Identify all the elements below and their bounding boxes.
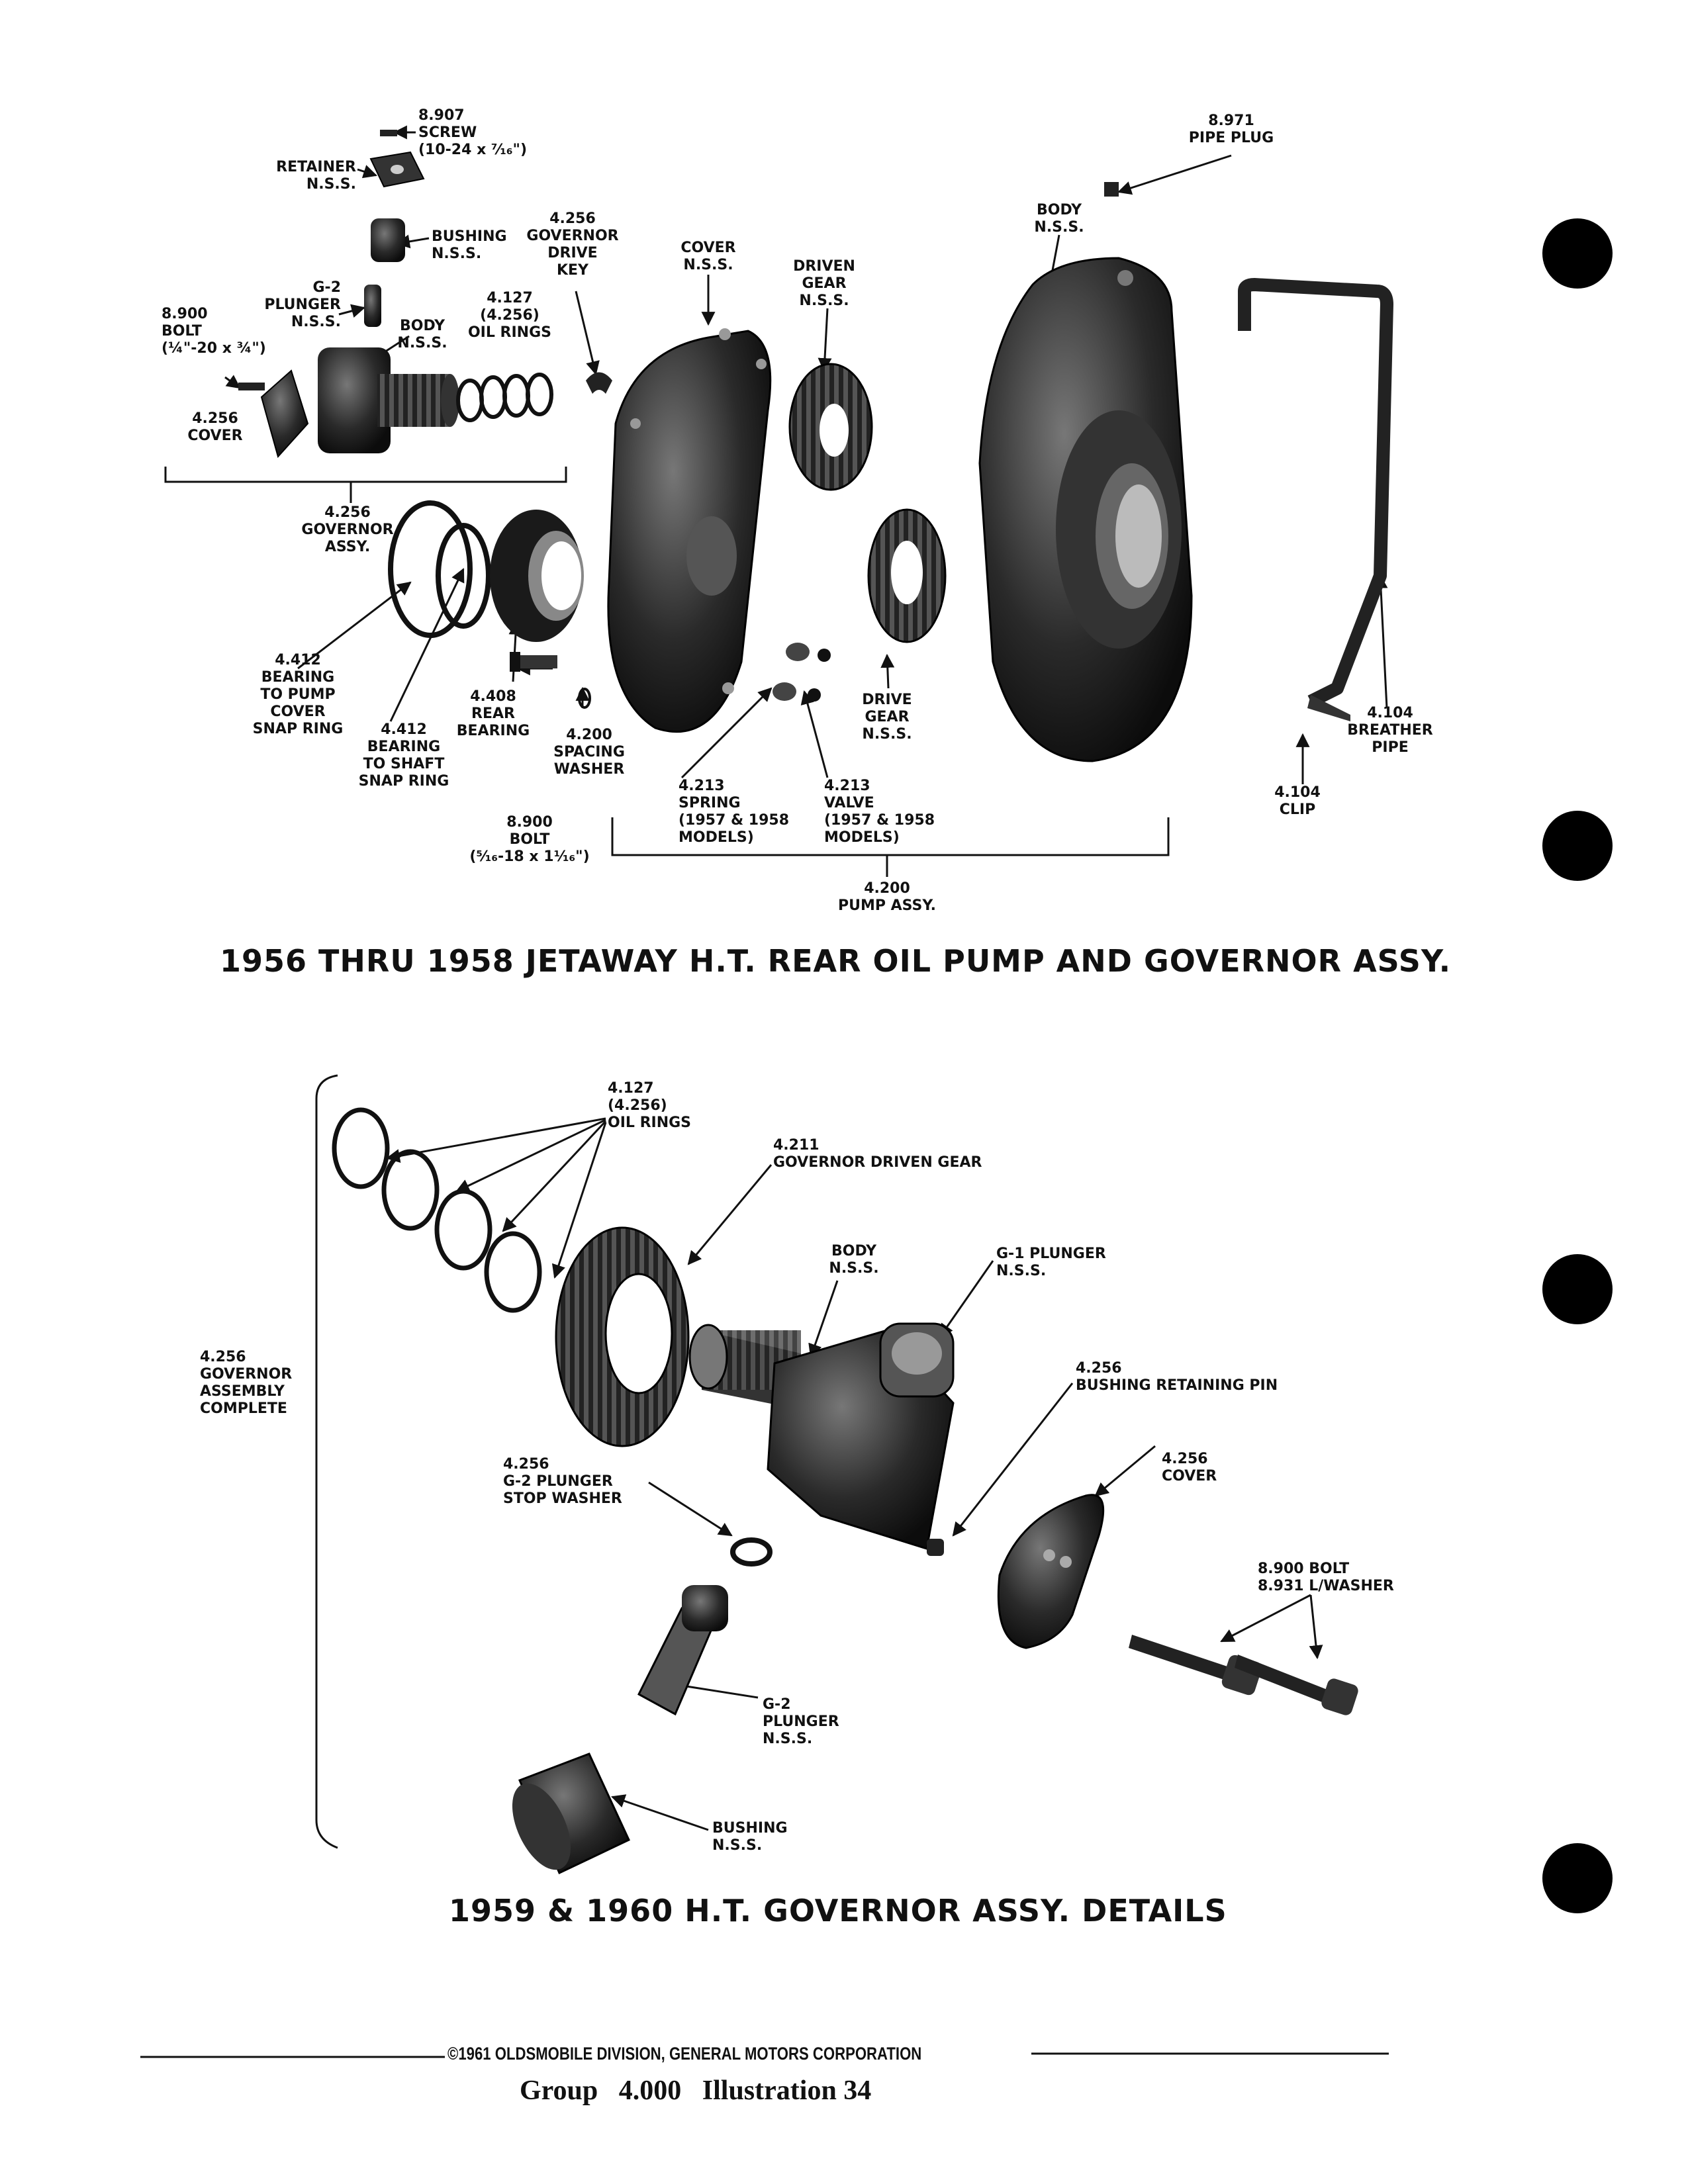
label-body-pump: BODY N.S.S.	[1034, 202, 1084, 236]
figure2-title: 1959 & 1960 H.T. GOVERNOR ASSY. DETAILS	[449, 1893, 1227, 1929]
label-bushing-gov: BUSHING N.S.S.	[432, 228, 507, 262]
label-screw: 8.907 SCREW (10-24 x ⁷⁄₁₆")	[418, 107, 528, 158]
bracket-lines-fig1	[164, 467, 1170, 877]
punch-hole-4	[1542, 1843, 1613, 1913]
label-drive-gear: DRIVE GEAR N.S.S.	[862, 692, 912, 743]
punch-hole-2	[1542, 811, 1613, 881]
label-bolt-small: 8.900 BOLT (¼"-20 x ¾")	[162, 306, 266, 357]
punch-hole-1	[1542, 218, 1613, 289]
fig2-label-g2-plunger: G-2 PLUNGER N.S.S.	[763, 1696, 839, 1747]
fig2-label-driven-gear: 4.211 GOVERNOR DRIVEN GEAR	[773, 1137, 982, 1171]
label-rear-bearing: 4.408 REAR BEARING	[456, 688, 530, 739]
label-drive-key: 4.256 GOVERNOR DRIVE KEY	[526, 210, 619, 279]
fig2-label-bushing: BUSHING N.S.S.	[712, 1820, 788, 1854]
label-g2-plunger: G-2 PLUNGER N.S.S.	[264, 279, 341, 330]
fig2-parts	[332, 1107, 1358, 1875]
footer-rule	[140, 2052, 1389, 2058]
label-oil-rings: 4.127 (4.256) OIL RINGS	[467, 290, 551, 341]
label-snap-ring-cover: 4.412 BEARING TO PUMP COVER SNAP RING	[252, 652, 344, 737]
label-cover-pump: COVER N.S.S.	[680, 240, 736, 273]
fig2-label-bolt-washer: 8.900 BOLT 8.931 L/WASHER	[1258, 1561, 1394, 1594]
label-bolt-large: 8.900 BOLT (⁵⁄₁₆-18 x 1¹⁄₁₆")	[469, 814, 590, 865]
fig2-bracket	[315, 1074, 338, 1849]
label-body-gov: BODY N.S.S.	[397, 318, 447, 351]
label-spacing-washer: 4.200 SPACING WASHER	[553, 727, 625, 778]
fig2-label-cover: 4.256 COVER	[1162, 1451, 1217, 1484]
label-governor-assy: 4.256 GOVERNOR ASSY.	[301, 504, 394, 555]
fig2-label-assembly-complete: 4.256 GOVERNOR ASSEMBLY COMPLETE	[200, 1349, 293, 1417]
fig2-label-oil-rings: 4.127 (4.256) OIL RINGS	[608, 1080, 692, 1131]
label-driven-gear: DRIVEN GEAR N.S.S.	[793, 258, 855, 309]
leader-lines-fig2	[385, 1117, 1323, 1831]
label-pump-assy: 4.200 PUMP ASSY.	[837, 880, 937, 914]
label-clip: 4.104 CLIP	[1274, 784, 1321, 818]
label-snap-ring-shaft: 4.412 BEARING TO SHAFT SNAP RING	[358, 721, 449, 790]
label-valve: 4.213 VALVE (1957 & 1958 MODELS)	[824, 778, 935, 846]
label-retainer: RETAINER N.S.S.	[276, 159, 356, 193]
fig1-governor-parts	[238, 130, 612, 459]
fig1-pump-parts	[388, 182, 1393, 762]
footer-group-illustration: Group 4.000 Illustration 34	[520, 2075, 872, 2106]
punch-hole-3	[1542, 1254, 1613, 1324]
figure1-title: 1956 THRU 1958 JETAWAY H.T. REAR OIL PUM…	[220, 943, 1452, 979]
fig2-label-body: BODY N.S.S.	[829, 1243, 879, 1277]
fig2-label-stop-washer: 4.256 G-2 PLUNGER STOP WASHER	[503, 1456, 622, 1507]
label-breather-pipe: 4.104 BREATHER PIPE	[1347, 705, 1433, 756]
label-pipe-plug: 8.971 PIPE PLUG	[1188, 113, 1274, 146]
label-spring: 4.213 SPRING (1957 & 1958 MODELS)	[679, 778, 790, 846]
footer-copyright: ©1961 OLDSMOBILE DIVISION, GENERAL MOTOR…	[447, 2044, 922, 2064]
fig2-label-retaining-pin: 4.256 BUSHING RETAINING PIN	[1076, 1360, 1278, 1394]
label-cover-gov: 4.256 COVER	[187, 410, 243, 444]
fig2-label-g1-plunger: G-1 PLUNGER N.S.S.	[996, 1246, 1106, 1279]
